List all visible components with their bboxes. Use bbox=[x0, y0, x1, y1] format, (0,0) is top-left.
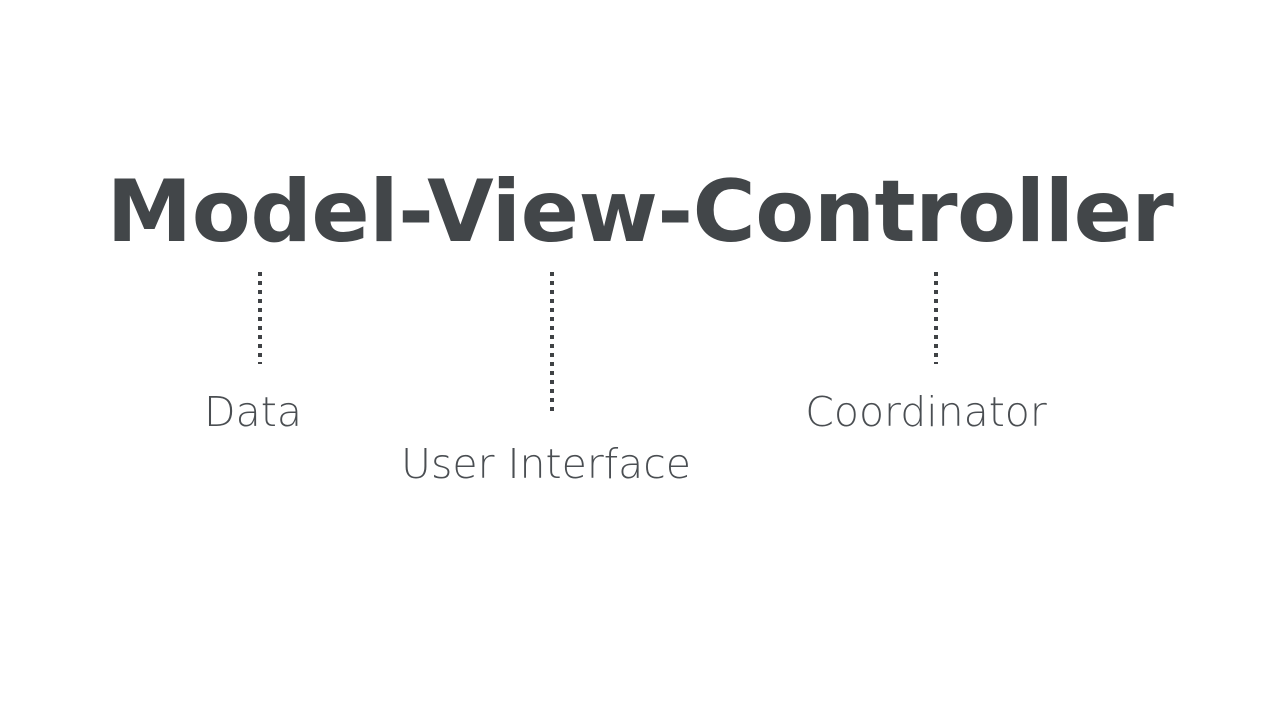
page-title: Model-View-Controller bbox=[106, 162, 1174, 262]
connector-line-controller bbox=[934, 272, 938, 364]
label-view-user-interface: User Interface bbox=[400, 440, 692, 488]
connector-line-model bbox=[258, 272, 262, 364]
label-model-data: Data bbox=[204, 388, 302, 436]
connector-line-view bbox=[550, 272, 554, 416]
label-controller-coordinator: Coordinator bbox=[805, 388, 1047, 436]
